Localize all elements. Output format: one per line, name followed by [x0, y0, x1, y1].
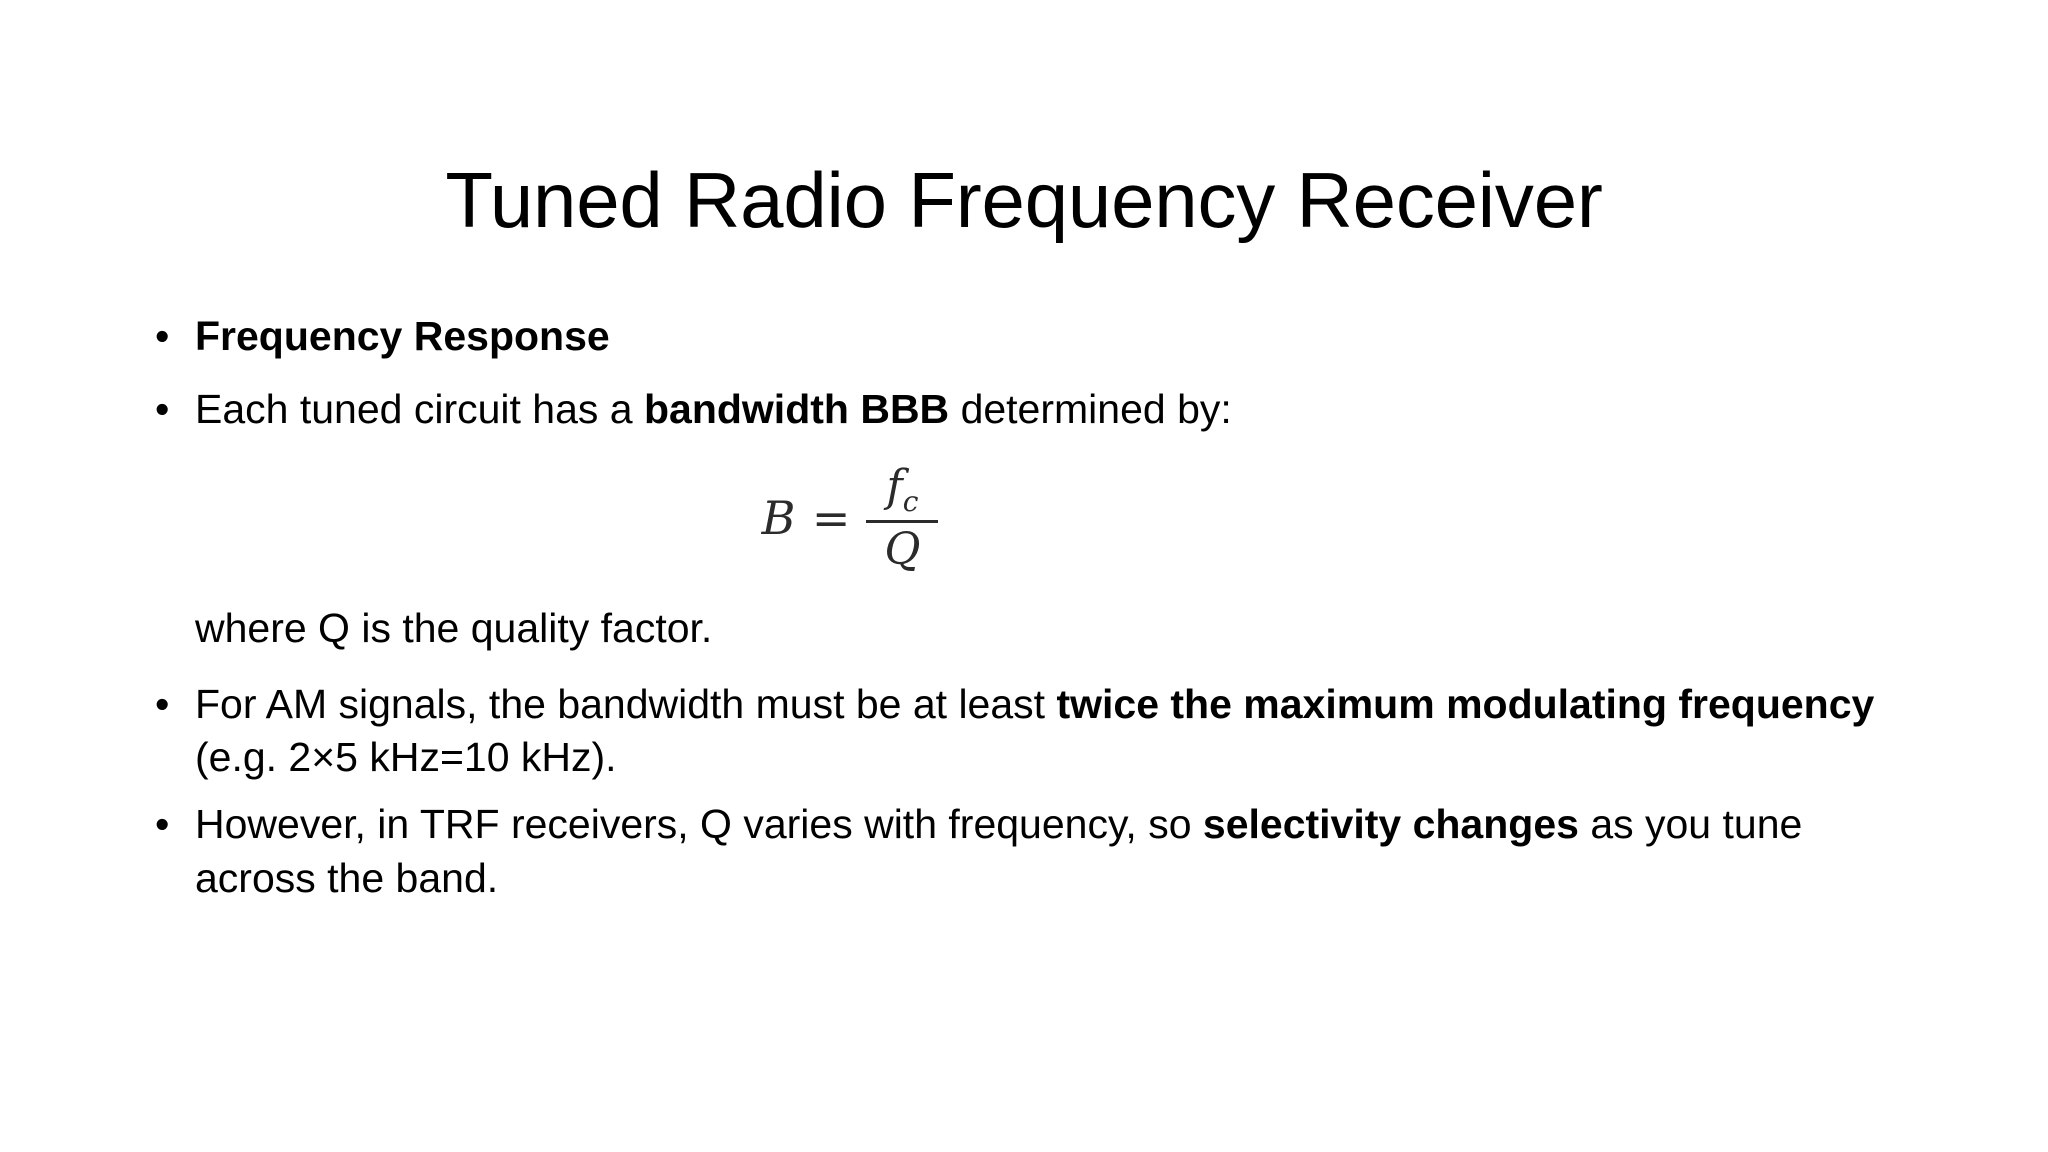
- formula-denominator: Q: [884, 524, 921, 576]
- bullet-run-plain: However, in TRF receivers, Q varies with…: [195, 801, 1203, 848]
- bullet-text-am-bandwidth: For AM signals, the bandwidth must be at…: [195, 678, 1915, 785]
- formula-block: B = fc Q: [155, 464, 1915, 576]
- bullet-run-bold: bandwidth BBB: [643, 386, 950, 433]
- bullet-run-plain: determined by:: [949, 386, 1232, 433]
- bullet-text-frequency-response: Frequency Response: [195, 310, 1915, 363]
- bullet-run-bold: Frequency Response: [195, 313, 610, 359]
- bullet-icon: •: [155, 386, 170, 433]
- bullet-icon: •: [155, 680, 170, 727]
- bullet-icon: •: [155, 313, 170, 359]
- formula-numerator: fc: [876, 464, 928, 521]
- bullet-run-plain: (e.g. 2×5 kHz=10 kHz).: [195, 733, 617, 780]
- slide-body: • Frequency Response • Each tuned circui…: [155, 310, 1915, 905]
- page-title: Tuned Radio Frequency Receiver: [445, 156, 1603, 245]
- formula-numerator-subscript: c: [902, 484, 919, 518]
- bullet-run-plain: Each tuned circuit has a: [195, 386, 644, 433]
- bullet-run-bold: selectivity changes: [1202, 801, 1579, 848]
- bullet-run-plain: For AM signals, the bandwidth must be at…: [195, 680, 1057, 727]
- bullet-icon: •: [155, 801, 170, 848]
- formula-fraction-bar: [866, 520, 939, 524]
- bandwidth-formula: B = fc Q: [761, 464, 939, 576]
- formula-numerator-base: f: [886, 460, 903, 512]
- formula-fraction: fc Q: [866, 464, 939, 576]
- list-item: • Each tuned circuit has a bandwidth BBB…: [155, 383, 1915, 436]
- list-item: • However, in TRF receivers, Q varies wi…: [155, 798, 1915, 905]
- bullet-run-plain: as you tune across the band.: [195, 801, 1803, 901]
- quality-factor-note: where Q is the quality factor.: [195, 605, 713, 652]
- bullet-text-bandwidth-definition: Each tuned circuit has a bandwidth BBB d…: [195, 383, 1915, 436]
- list-item: • Frequency Response: [155, 310, 1915, 363]
- bullet-text-trf-selectivity: However, in TRF receivers, Q varies with…: [195, 798, 1915, 905]
- list-item: • For AM signals, the bandwidth must be …: [155, 678, 1915, 785]
- bullet-run-bold: twice the maximum modulating frequency: [1056, 680, 1875, 727]
- formula-lhs: B: [761, 491, 796, 546]
- formula-equals-sign: =: [811, 491, 851, 546]
